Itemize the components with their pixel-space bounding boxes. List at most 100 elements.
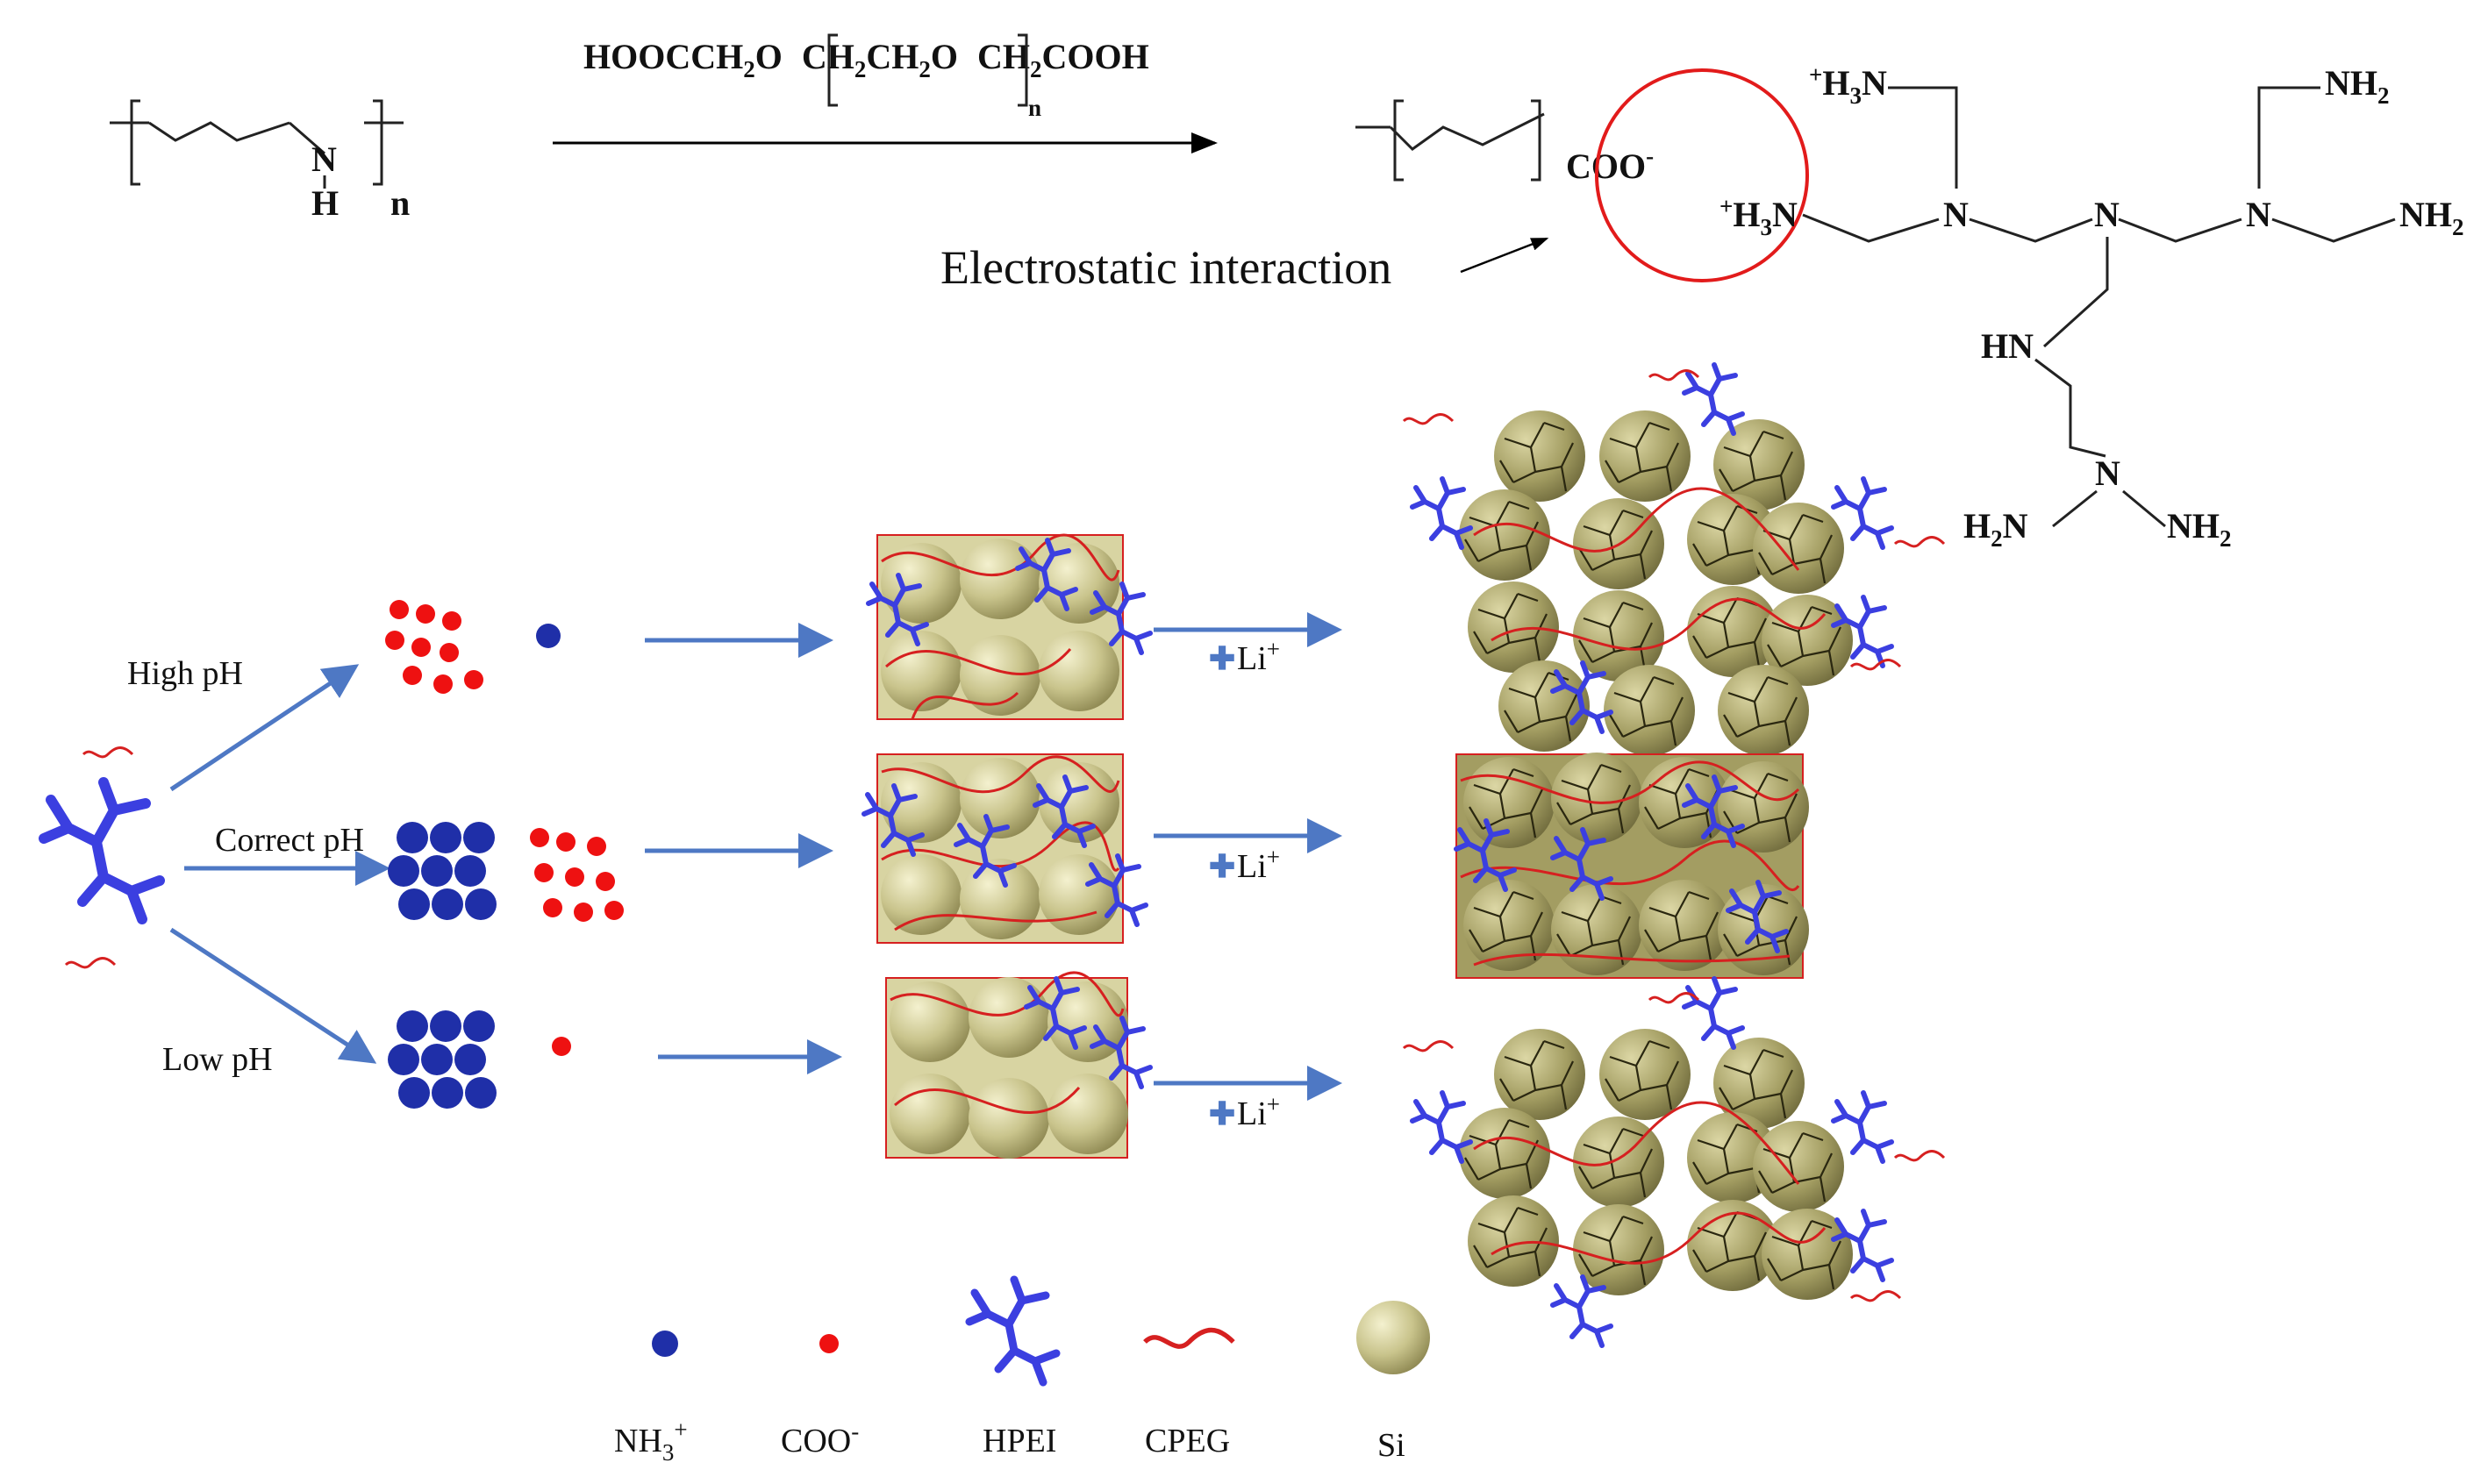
lithium-plus-icon: ✚ — [1209, 849, 1235, 884]
li-label: Li — [1237, 640, 1267, 677]
lithium-step-low: ✚ Li+ — [1154, 1066, 1342, 1132]
li-sup: + — [1267, 1091, 1280, 1117]
li-label: Li — [1237, 848, 1267, 885]
li-label: Li — [1237, 1095, 1267, 1132]
svg-text:NH3+: NH3+ — [614, 1416, 688, 1466]
reagent-part: COOH — [1041, 37, 1148, 76]
starting-hpei-cpeg — [44, 746, 160, 969]
reagent-sub: 2 — [1030, 56, 1042, 82]
h3n-tail: N — [1862, 63, 1887, 103]
label-low-ph: Low pH — [162, 1041, 273, 1078]
electrode-correct — [864, 753, 1146, 944]
lithiated-low — [1402, 979, 1946, 1345]
legend-cpeg-label: CPEG — [1145, 1423, 1230, 1459]
h3n-label: H — [1733, 195, 1760, 234]
electrode-low — [885, 971, 1150, 1159]
svg-text:Li+: Li+ — [1237, 1091, 1280, 1132]
svg-text:COO-: COO- — [781, 1418, 859, 1459]
svg-text:Li+: Li+ — [1237, 636, 1280, 677]
label-correct-ph: Correct pH — [215, 822, 364, 859]
nh2-sub: 2 — [2220, 525, 2232, 552]
pei-structure: N H n — [110, 99, 410, 223]
plus-sup: + — [1809, 61, 1822, 88]
lithium-step-correct: ✚ Li+ — [1154, 818, 1342, 885]
h3n-sub: 3 — [1850, 82, 1862, 109]
legend-nh3-sub: 3 — [662, 1439, 675, 1466]
h3n-tail: N — [1772, 195, 1798, 234]
nh2-sub: 2 — [2377, 82, 2390, 109]
pei-repeat-n: n — [390, 183, 410, 223]
reagent-repeat-n: n — [1028, 95, 1041, 121]
hpei-n4: N — [2095, 453, 2120, 493]
svg-text:NH2: NH2 — [2325, 63, 2390, 109]
nh2-label: NH — [2399, 195, 2452, 234]
plus-sup: + — [1719, 193, 1733, 219]
reagent-part: CH — [866, 37, 919, 76]
reagent-part: CH — [977, 37, 1030, 76]
legend-nh3-sup: + — [674, 1416, 687, 1443]
cluster-correct — [388, 822, 624, 922]
electrode-high — [869, 533, 1150, 720]
legend-nh3-label: NH — [614, 1423, 662, 1459]
svg-text:H2N: H2N — [1963, 506, 2028, 552]
lithiated-high — [1402, 365, 1946, 758]
electrostatic-circle — [1595, 68, 1809, 282]
li-sup: + — [1267, 636, 1280, 662]
reagent-sub: 2 — [919, 56, 931, 82]
legend: NH3+ COO- HPEI CPEG Si — [614, 1280, 1430, 1466]
lithiated-correct — [1456, 751, 1811, 979]
coo-sup: - — [1646, 143, 1654, 169]
lithium-step-high: ✚ Li+ — [1154, 612, 1342, 677]
svg-text:NH2: NH2 — [2399, 195, 2464, 240]
lithium-plus-icon: ✚ — [1209, 641, 1235, 676]
svg-text:+H3N: +H3N — [1719, 193, 1798, 240]
reagent-part: O — [755, 37, 783, 76]
hpei-n1: N — [1943, 195, 1969, 234]
nh2-label: NH — [2325, 63, 2377, 103]
svg-text:Li+: Li+ — [1237, 844, 1280, 885]
reagent-sub: 2 — [743, 56, 755, 82]
reagent-part: O — [931, 37, 958, 76]
branch-arrow-low — [169, 927, 377, 1064]
legend-nh3-dot — [652, 1331, 678, 1357]
electrostatic-label: Electrostatic interaction — [940, 241, 1391, 294]
legend-hpei-glyph — [969, 1280, 1056, 1382]
lithium-plus-icon: ✚ — [1209, 1096, 1235, 1131]
cluster-low — [388, 1010, 571, 1109]
h2n-sub: 2 — [1991, 525, 2003, 552]
svg-text:COO-: COO- — [1566, 143, 1654, 186]
legend-coo-sup: - — [851, 1418, 859, 1445]
cluster-high — [385, 600, 561, 694]
coo-label: COO — [1566, 146, 1646, 186]
svg-text:+H3N: +H3N — [1809, 61, 1887, 109]
h2n-tail: N — [2003, 506, 2028, 546]
legend-si-label: Si — [1377, 1427, 1405, 1464]
reagent-sub: 2 — [854, 56, 867, 82]
legend-hpei-label: HPEI — [983, 1423, 1056, 1459]
reagent-part: HOOCCH — [583, 37, 743, 76]
li-sup: + — [1267, 844, 1280, 870]
label-high-ph: High pH — [127, 655, 243, 692]
pei-n-atom: N — [311, 139, 337, 179]
h3n-label: H — [1822, 63, 1849, 103]
hpei-n2: N — [2094, 195, 2120, 234]
svg-text:NH2: NH2 — [2167, 506, 2232, 552]
h3n-sub: 3 — [1761, 214, 1773, 240]
hpei-n3: N — [2246, 195, 2271, 234]
h2n-label: H — [1963, 506, 1991, 546]
nh2-label: NH — [2167, 506, 2220, 546]
legend-cpeg-glyph — [1145, 1331, 1233, 1347]
legend-coo-label: COO — [781, 1423, 851, 1459]
legend-coo-dot — [819, 1334, 839, 1353]
legend-si-sphere — [1356, 1301, 1430, 1374]
annotation-arrow — [1460, 237, 1549, 274]
product-fragment: COO- — [1355, 99, 1654, 186]
nh2-sub: 2 — [2452, 214, 2464, 240]
hpei-structure: +H3N +H3N N N N NH2 NH2 HN N H2N NH2 — [1719, 61, 2464, 552]
pei-h-atom: H — [311, 183, 339, 223]
branch-arrow-high — [169, 664, 360, 792]
hpei-hn: HN — [1981, 326, 2034, 366]
